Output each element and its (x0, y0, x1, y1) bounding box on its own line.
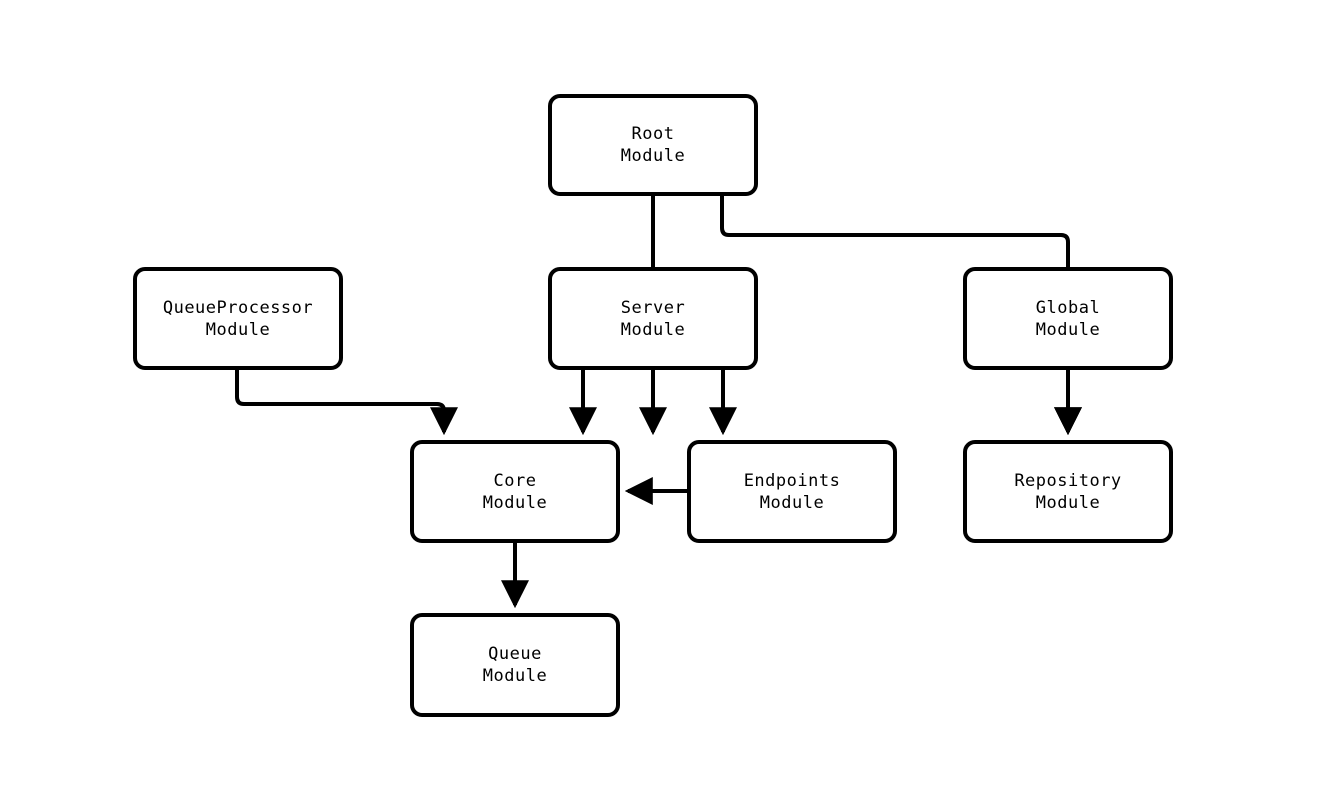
node-queueprocessor-module-line2: Module (205, 319, 271, 340)
node-root-module-line2: Module (620, 146, 686, 166)
node-endpoints-module-line2: Module (759, 492, 825, 513)
node-endpoints-module[interactable]: Endpoints Module (687, 440, 897, 543)
edge-queueprocessor-to-core (235, 370, 458, 436)
node-server-module[interactable]: Server Module (548, 267, 758, 370)
node-queue-module-line2: Module (482, 666, 548, 686)
node-repository-module[interactable]: Repository Module (963, 440, 1173, 543)
node-queueprocessor-module[interactable]: QueueProcessor Module (133, 267, 343, 370)
node-root-module[interactable]: Root Module (548, 94, 758, 196)
node-repository-module-line1: Repository (1014, 470, 1122, 491)
node-queueprocessor-module-line1: QueueProcessor (162, 297, 314, 318)
node-queue-module-line1: Queue (488, 644, 542, 664)
node-core-module-line2: Module (482, 492, 548, 513)
node-repository-module-line2: Module (1035, 492, 1101, 513)
node-core-module-line1: Core (493, 470, 537, 491)
node-endpoints-module-line1: Endpoints (743, 470, 841, 491)
node-global-module[interactable]: Global Module (963, 267, 1173, 370)
edge-root-to-global (720, 196, 1082, 436)
node-queue-module[interactable]: Queue Module (410, 613, 620, 717)
node-server-module-line2: Module (620, 319, 686, 340)
node-root-module-line1: Root (631, 124, 675, 144)
node-server-module-line1: Server (620, 297, 686, 318)
node-global-module-line2: Module (1035, 319, 1101, 340)
node-global-module-line1: Global (1035, 297, 1101, 318)
node-core-module[interactable]: Core Module (410, 440, 620, 543)
